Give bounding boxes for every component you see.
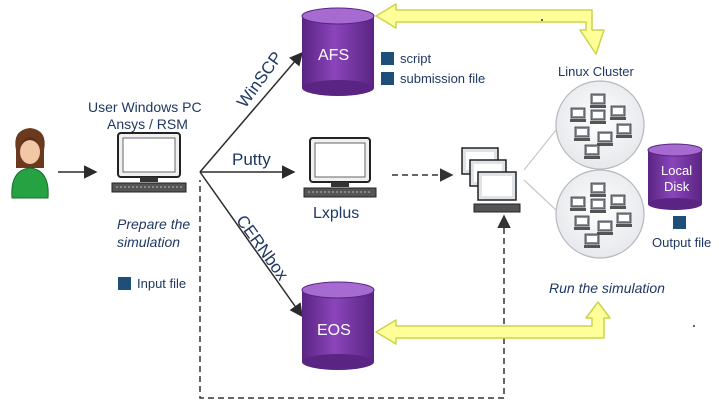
prepare-label-line2: simulation [117,234,181,250]
submission-file-square [381,72,394,85]
afs-legend-script: script [381,51,431,66]
cluster-node-group-top [555,80,645,170]
speck-dot [541,19,543,21]
winscp-arrow [199,51,303,173]
script-square [381,52,394,65]
user-pc-icon [111,132,187,193]
input-file-label: Input file [137,276,187,291]
lxplus-label: Lxplus [313,205,360,222]
putty-label: Putty [232,150,271,169]
afs-legend-submission: submission file [381,71,485,86]
local-disk-cylinder [647,143,703,210]
input-file-square [118,277,131,290]
afs-cluster-yellow-arrow [375,3,605,55]
eos-label: EOS [317,322,351,339]
output-file-square [673,216,686,229]
cluster-link-top [523,129,557,171]
run-simulation-label: Run the simulation [549,280,665,296]
cluster-head-icon [461,147,521,213]
local-disk-label-line1: Local [661,163,693,178]
linux-cluster-label: Linux Cluster [558,64,634,79]
eos-cluster-yellow-arrow [375,301,611,345]
submission-file-label: submission file [400,71,486,86]
cluster-node-group-bottom [555,169,645,259]
user-pc-label-line2: Ansys / RSM [107,116,188,132]
cernbox-arrow [199,171,303,318]
speck-dot [693,325,695,327]
afs-label: AFS [318,47,350,64]
local-disk-label-line2: Disk [664,179,690,194]
lxplus-computer-icon [303,137,377,198]
script-label: script [400,51,432,66]
afs-cylinder [301,7,375,96]
input-file-legend: Input file [118,276,186,291]
user-pc-label-line1: User Windows PC [88,99,202,115]
prepare-label-line1: Prepare the [117,216,191,232]
user-icon [11,128,49,199]
cluster-link-bottom [523,179,557,211]
eos-cylinder [301,281,375,370]
return-dashed-path [199,180,505,399]
output-file-label: Output file [652,235,712,250]
